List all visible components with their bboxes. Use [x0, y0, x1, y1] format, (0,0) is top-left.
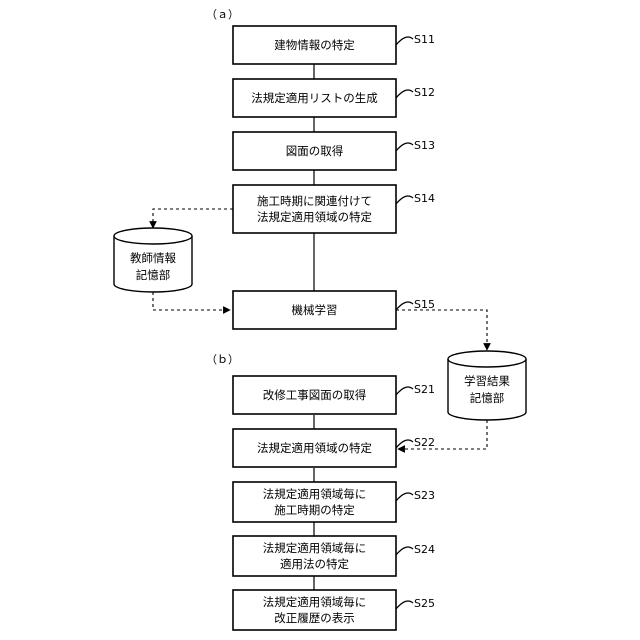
step-text-line: 図面の取得	[286, 144, 344, 158]
step-text-line: 機械学習	[292, 303, 338, 317]
step-s13: 図面の取得 S13	[233, 132, 435, 170]
step-label-leader	[396, 493, 413, 501]
step-text-line: 改修工事図面の取得	[263, 388, 367, 402]
dashed-arrow-s14-to-teacher-db	[153, 209, 233, 228]
step-id-label: S15	[414, 298, 435, 311]
teacher-db-label-line2: 記憶部	[136, 268, 171, 282]
step-label-leader	[396, 37, 413, 45]
step-label-leader	[396, 196, 413, 204]
section-b-label: （ｂ）	[206, 353, 239, 366]
step-label-leader	[396, 601, 413, 609]
step-s14: 施工時期に関連付けて法規定適用領域の特定 S14	[233, 185, 435, 233]
step-text-line: 法規定適用領域の特定	[257, 441, 372, 455]
step-id-label: S14	[414, 192, 435, 205]
dashed-arrow-s15-to-learning-db	[396, 310, 487, 350]
step-s22: 法規定適用領域の特定 S22	[233, 429, 435, 467]
learning-db-label-line2: 記憶部	[470, 391, 505, 405]
step-id-label: S22	[414, 436, 435, 449]
step-id-label: S23	[414, 489, 435, 502]
step-label-leader	[396, 547, 413, 555]
step-id-label: S11	[414, 33, 435, 46]
dashed-arrow-learning-db-to-s22	[398, 420, 487, 449]
step-text-line: 適用法の特定	[280, 557, 349, 571]
dashed-arrow-teacher-db-to-s15	[153, 292, 230, 310]
step-text-line: 法規定適用領域毎に	[263, 487, 367, 501]
section-a-label: （ａ）	[206, 8, 239, 21]
step-text-line: 法規定適用領域毎に	[263, 541, 367, 555]
step-s12: 法規定適用リストの生成 S12	[233, 79, 435, 117]
teacher-info-storage: 教師情報 記憶部	[114, 228, 192, 292]
step-s25: 法規定適用領域毎に改正履歴の表示 S25	[233, 590, 435, 630]
step-label-leader	[396, 90, 413, 98]
step-id-label: S13	[414, 139, 435, 152]
step-s24: 法規定適用領域毎に適用法の特定 S24	[233, 536, 435, 576]
step-text-line: 施工時期の特定	[274, 503, 355, 517]
step-id-label: S12	[414, 86, 435, 99]
step-s11: 建物情報の特定 S11	[233, 26, 435, 64]
steps-layer: 建物情報の特定 S11 法規定適用リストの生成 S12 図面の取得 S13 施工時期に関連付…	[233, 26, 435, 630]
step-box	[233, 185, 396, 233]
step-label-leader	[396, 387, 413, 395]
learning-result-storage: 学習結果 記憶部	[448, 351, 526, 420]
step-id-label: S24	[414, 543, 435, 556]
step-text-line: 法規定適用領域の特定	[257, 210, 372, 224]
step-id-label: S25	[414, 597, 435, 610]
step-label-leader	[396, 302, 413, 310]
step-text-line: 法規定適用リストの生成	[251, 91, 378, 105]
teacher-db-label-line1: 教師情報	[130, 251, 176, 265]
step-text-line: 改正履歴の表示	[274, 611, 355, 625]
step-label-leader	[396, 143, 413, 151]
step-text-line: 法規定適用領域毎に	[263, 595, 367, 609]
step-id-label: S21	[414, 383, 435, 396]
step-s23: 法規定適用領域毎に施工時期の特定 S23	[233, 482, 435, 522]
learning-db-label-line1: 学習結果	[464, 374, 510, 388]
step-s21: 改修工事図面の取得 S21	[233, 376, 435, 414]
step-text-line: 施工時期に関連付けて	[257, 194, 372, 208]
step-label-leader	[396, 440, 413, 448]
step-text-line: 建物情報の特定	[274, 38, 355, 52]
